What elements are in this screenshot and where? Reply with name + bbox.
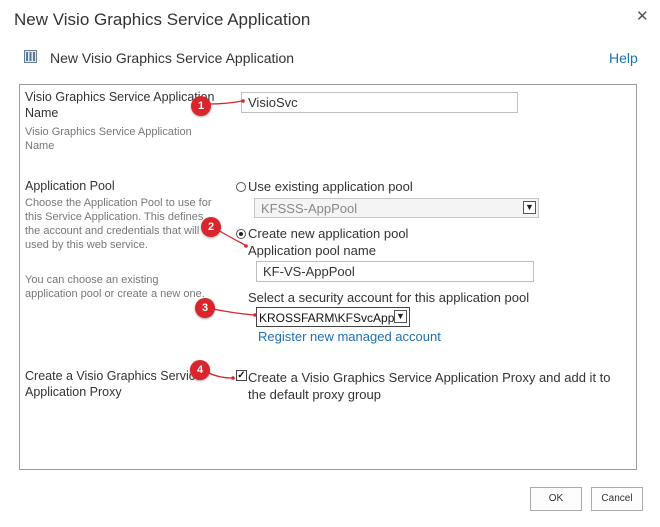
pool-name-input[interactable] bbox=[256, 261, 534, 282]
cancel-button[interactable]: Cancel bbox=[591, 487, 643, 511]
create-new-pool-radio[interactable] bbox=[236, 229, 246, 239]
proxy-section-label: Create a Visio Graphics Service Applicat… bbox=[25, 369, 202, 399]
register-managed-account-link[interactable]: Register new managed account bbox=[258, 329, 441, 344]
name-section-label: Visio Graphics Service Application Name bbox=[25, 90, 215, 120]
callout-badge-3: 3 bbox=[195, 298, 215, 318]
application-name-input[interactable] bbox=[241, 92, 518, 113]
page-subtitle: New Visio Graphics Service Application bbox=[50, 50, 295, 66]
dialog-title: New Visio Graphics Service Application bbox=[14, 10, 311, 29]
service-application-icon bbox=[24, 50, 37, 63]
pool-section-description: Choose the Application Pool to use for t… bbox=[25, 197, 215, 251]
security-account-select[interactable]: KROSSFARM\KFSvcApp ▼ bbox=[256, 307, 410, 327]
pool-name-label: Application pool name bbox=[248, 243, 376, 258]
pool-section-description-2: You can choose an existing application p… bbox=[25, 274, 205, 300]
security-account-value: KROSSFARM\KFSvcApp bbox=[259, 311, 395, 325]
create-new-pool-label: Create new application pool bbox=[248, 226, 409, 241]
use-existing-pool-radio[interactable] bbox=[236, 182, 246, 192]
name-section-description: Visio Graphics Service Application Name bbox=[25, 126, 192, 152]
help-link[interactable]: Help bbox=[609, 50, 638, 66]
pool-section-label: Application Pool bbox=[25, 179, 115, 193]
security-account-label: Select a security account for this appli… bbox=[248, 290, 530, 305]
callout-badge-1: 1 bbox=[191, 96, 211, 116]
ok-button[interactable]: OK bbox=[530, 487, 582, 511]
callout-badge-2: 2 bbox=[201, 217, 221, 237]
chevron-down-icon[interactable]: ▼ bbox=[394, 310, 407, 323]
create-proxy-checkbox[interactable]: ✓ bbox=[236, 370, 247, 381]
callout-badge-4: 4 bbox=[190, 360, 210, 380]
create-proxy-label: Create a Visio Graphics Service Applicat… bbox=[248, 370, 611, 402]
existing-pool-value: KFSSS-AppPool bbox=[261, 201, 358, 216]
chevron-down-icon[interactable]: ▼ bbox=[523, 201, 536, 214]
use-existing-pool-label: Use existing application pool bbox=[248, 179, 413, 194]
close-icon[interactable]: ✕ bbox=[636, 8, 649, 25]
form-panel bbox=[19, 84, 637, 470]
existing-pool-dropdown[interactable]: KFSSS-AppPool ▼ bbox=[254, 198, 539, 218]
